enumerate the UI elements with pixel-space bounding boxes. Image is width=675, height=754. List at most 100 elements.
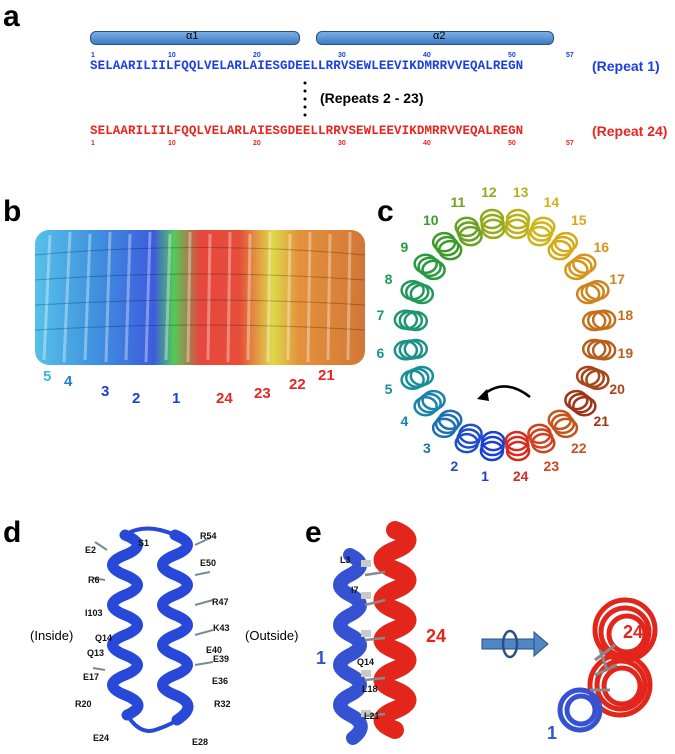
ring-helix — [505, 440, 531, 462]
ring-repeat-number: 14 — [543, 193, 560, 210]
panel-c-ring — [393, 208, 617, 462]
repeat-number: 1 — [172, 390, 181, 407]
ring-repeat-number: 6 — [376, 344, 385, 361]
tick-label: 50 — [508, 140, 516, 147]
ring-repeat-number: 11 — [450, 193, 466, 210]
ring-helix — [479, 208, 505, 230]
tick-label: 50 — [508, 52, 516, 59]
ring-repeat-number: 16 — [593, 238, 610, 255]
outside-label: (Outside) — [245, 628, 299, 643]
panel-a-label: a — [3, 0, 20, 33]
residue-label: E50 — [200, 558, 217, 568]
ring-repeat-number: 12 — [481, 183, 497, 200]
ring-helix — [591, 340, 617, 361]
panel-b-structure — [34, 230, 366, 365]
ring-repeat-number: 5 — [384, 380, 393, 397]
repeat-number: 21 — [318, 367, 335, 384]
residue-label: E17 — [83, 672, 100, 682]
ring-helix — [413, 253, 438, 275]
ring-helix — [393, 309, 419, 330]
ring-helix — [572, 253, 597, 275]
residue-label: R20 — [75, 699, 92, 709]
helix-label-blue: 1 — [316, 648, 327, 668]
tick-label: 57 — [566, 140, 574, 147]
ring-helix — [400, 369, 425, 391]
ring-helix — [479, 440, 505, 462]
tick-label: 1 — [91, 140, 95, 147]
tick-label: 10 — [168, 52, 176, 59]
sequence-repeat-1: SELAARILIILFQQLVELARLAIESGDEELLRRVSEWLEE… — [90, 59, 524, 73]
panel-d-label: d — [3, 516, 22, 549]
ring-helix — [421, 259, 446, 281]
inside-label: (Inside) — [30, 628, 74, 643]
ring-helix — [413, 395, 438, 417]
ring-repeat-number: 4 — [400, 413, 409, 430]
ring-repeat-number: 18 — [617, 307, 634, 324]
residue-label: E36 — [212, 676, 229, 686]
repeat-24-label: (Repeat 24) — [592, 123, 668, 139]
ring-repeat-number: 20 — [609, 380, 625, 397]
residue-label: R6 — [88, 575, 100, 585]
residue-label: R47 — [212, 597, 229, 607]
ring-helix — [568, 256, 593, 278]
ring-helix — [553, 417, 579, 439]
ring-repeat-number: 22 — [571, 439, 587, 456]
tick-label: 30 — [338, 52, 346, 59]
ring-helix — [417, 256, 442, 278]
ring-helix — [454, 432, 479, 454]
tick-label: 10 — [168, 140, 176, 147]
residue-label: I7 — [351, 585, 359, 595]
ring-helix — [434, 413, 460, 435]
helix-alpha2-bar — [316, 31, 554, 45]
ring-helix — [568, 392, 593, 414]
tick-label: 30 — [338, 140, 346, 147]
ring-helix — [585, 369, 610, 391]
residue-label: S1 — [138, 538, 150, 548]
helix-label-red: 24 — [426, 626, 447, 646]
ring-repeat-number: 13 — [512, 183, 529, 200]
ring-helix — [550, 235, 576, 257]
rotation-arrow — [477, 385, 531, 401]
repeat-number: 2 — [132, 390, 141, 407]
sequence-repeat-24: SELAARILIILFQQLVELARLAIESGDEELLRRVSEWLEE… — [90, 124, 524, 138]
ring-repeat-number: 17 — [609, 271, 625, 288]
residue-label: E24 — [93, 733, 110, 743]
ring-repeat-number: 21 — [593, 413, 610, 430]
residue-label: Q14 — [95, 633, 113, 643]
ring-helix — [400, 279, 425, 301]
panel-e-label: e — [305, 516, 322, 549]
ring-repeat-number: 10 — [422, 212, 439, 229]
ring-helix — [454, 216, 479, 238]
ring-helix — [585, 279, 610, 301]
tick-label: 20 — [253, 140, 261, 147]
ring-repeat-number: 2 — [450, 458, 459, 475]
ring-helix — [564, 389, 589, 411]
ring-helix — [531, 216, 556, 238]
ring-repeat-number: 1 — [481, 468, 489, 485]
residue-label: R54 — [200, 531, 217, 541]
ring-repeat-number: 23 — [543, 458, 560, 475]
ring-helix — [417, 392, 442, 414]
top-view-label-red: 24 — [623, 622, 644, 642]
ring-repeat-number: 7 — [376, 307, 385, 324]
tick-label: 1 — [91, 52, 95, 59]
residue-label: L21 — [364, 711, 380, 721]
tick-label: 40 — [423, 52, 431, 59]
ring-helix — [591, 309, 617, 330]
residue-label: K43 — [213, 623, 230, 633]
residue-label: E39 — [213, 654, 230, 664]
ring-helix — [550, 413, 576, 435]
rotate-arrow-icon — [481, 629, 549, 659]
helix-alpha1-label: α1 — [186, 30, 199, 42]
ring-helix — [393, 340, 419, 361]
ring-repeat-number: 19 — [617, 344, 634, 361]
top-view-label-blue: 1 — [547, 723, 558, 743]
ring-helix — [431, 231, 457, 253]
ring-helix — [553, 231, 579, 253]
residue-label: E28 — [192, 737, 209, 747]
ring-repeat-number: 24 — [512, 468, 529, 485]
ring-helix — [434, 235, 460, 257]
ring-helix — [431, 417, 457, 439]
ring-repeat-number: 9 — [400, 238, 409, 255]
panel-e-top-view — [557, 597, 658, 733]
